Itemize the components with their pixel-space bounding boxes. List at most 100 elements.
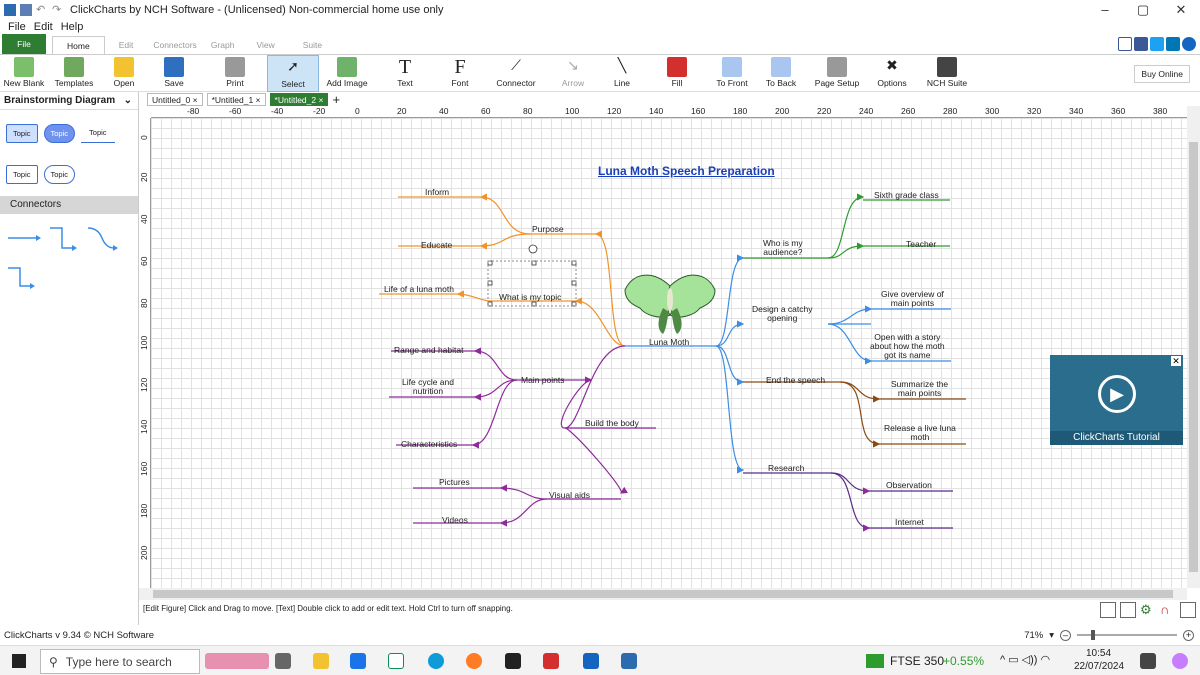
tab-graph[interactable]: Graph bbox=[210, 40, 235, 50]
tab-untitled-2[interactable]: *Untitled_2 × bbox=[269, 92, 329, 106]
menu-file[interactable]: File bbox=[8, 21, 26, 33]
node-build-body[interactable]: Build the body bbox=[585, 418, 639, 428]
node-teacher[interactable]: Teacher bbox=[906, 239, 937, 249]
new-blank-button[interactable]: New Blank bbox=[3, 55, 45, 92]
selection-handles[interactable] bbox=[487, 244, 577, 307]
to-front-button[interactable]: To Front bbox=[713, 55, 751, 92]
horizontal-scrollbar[interactable] bbox=[139, 588, 1187, 600]
export-icon[interactable] bbox=[1100, 602, 1116, 618]
notification-icon[interactable] bbox=[1140, 653, 1156, 669]
clock-date[interactable]: 22/07/2024 bbox=[1074, 661, 1125, 672]
tab-home[interactable]: Home bbox=[52, 36, 105, 54]
topic-outline-rect-shape[interactable]: Topic bbox=[6, 165, 38, 184]
page-setup-button[interactable]: Page Setup bbox=[814, 55, 860, 92]
zoom-slider[interactable] bbox=[1077, 630, 1177, 640]
zoom-level[interactable]: 71% bbox=[1024, 629, 1044, 641]
luna-moth-image[interactable] bbox=[624, 274, 716, 334]
word-icon[interactable] bbox=[583, 653, 599, 669]
node-characteristics[interactable]: Characteristics bbox=[401, 439, 458, 449]
arrow-button[interactable]: ↘Arrow bbox=[561, 57, 585, 88]
connector-button[interactable]: ⟋Connector bbox=[496, 57, 536, 88]
options-button[interactable]: ✖Options bbox=[877, 57, 907, 88]
tab-file[interactable]: File bbox=[2, 34, 46, 54]
straight-arrow-connector[interactable] bbox=[8, 235, 41, 241]
node-research[interactable]: Research bbox=[768, 463, 805, 473]
scroll-thumb[interactable] bbox=[1189, 142, 1198, 572]
vertical-scrollbar[interactable] bbox=[1187, 106, 1200, 588]
brain-widget-icon[interactable] bbox=[205, 653, 269, 669]
line-button[interactable]: ╲Line bbox=[613, 57, 631, 88]
linkedin-icon[interactable] bbox=[1166, 37, 1180, 51]
buy-online-button[interactable]: Buy Online bbox=[1134, 65, 1190, 83]
purple-branch[interactable] bbox=[389, 345, 656, 527]
topic-rect-shape[interactable]: Topic bbox=[6, 124, 38, 143]
topic-oval-shape[interactable]: Topic bbox=[43, 124, 76, 143]
magnet-icon[interactable]: ∩ bbox=[1160, 602, 1170, 617]
thumbs-up-icon[interactable] bbox=[1118, 37, 1132, 51]
nch-suite-button[interactable]: NCH Suite bbox=[926, 55, 968, 92]
redo-icon[interactable]: ↷ bbox=[52, 3, 62, 16]
office-icon[interactable] bbox=[543, 653, 559, 669]
tab-connectors[interactable]: Connectors bbox=[153, 40, 197, 50]
undo-icon[interactable]: ↶ bbox=[36, 3, 46, 16]
node-what-topic[interactable]: What is my topic bbox=[499, 292, 562, 302]
slider-handle[interactable] bbox=[1091, 630, 1095, 640]
node-end-speech[interactable]: End the speech bbox=[766, 375, 826, 385]
orange-branch[interactable] bbox=[379, 193, 626, 347]
green-branch[interactable] bbox=[743, 193, 950, 259]
add-image-button[interactable]: Add Image bbox=[325, 55, 369, 92]
windows-start-icon[interactable] bbox=[12, 654, 26, 668]
node-range[interactable]: Range and habitat bbox=[394, 345, 464, 355]
ticker-change[interactable]: +0.55% bbox=[943, 654, 985, 668]
node-main-points[interactable]: Main points bbox=[521, 375, 565, 385]
tab-view[interactable]: View bbox=[256, 40, 275, 50]
open-button[interactable]: Open bbox=[108, 55, 140, 92]
cricut-icon[interactable] bbox=[388, 653, 404, 669]
purple-right-branch[interactable] bbox=[743, 472, 953, 532]
topic-outline-oval-shape[interactable]: Topic bbox=[43, 165, 76, 184]
zoom-out-icon[interactable]: – bbox=[1060, 629, 1071, 641]
diagram-title[interactable]: Luna Moth Speech Preparation bbox=[598, 164, 775, 178]
node-purpose[interactable]: Purpose bbox=[532, 224, 564, 234]
mail-icon[interactable] bbox=[350, 653, 366, 669]
tab-edit[interactable]: Edit bbox=[118, 40, 134, 50]
drawing-canvas[interactable]: Luna Moth Speech Preparation Luna Moth P… bbox=[151, 118, 1187, 588]
elbow-connector[interactable] bbox=[50, 227, 77, 251]
firefox-icon[interactable] bbox=[466, 653, 482, 669]
menu-help[interactable]: Help bbox=[60, 21, 84, 33]
node-visual-aids[interactable]: Visual aids bbox=[549, 490, 590, 500]
play-icon[interactable]: ▶ bbox=[1098, 375, 1136, 413]
grid-icon[interactable] bbox=[1180, 602, 1196, 618]
facebook-icon[interactable] bbox=[1134, 37, 1148, 51]
node-internet[interactable]: Internet bbox=[895, 517, 924, 527]
shield-icon[interactable] bbox=[505, 653, 521, 669]
help-icon[interactable] bbox=[1182, 37, 1196, 51]
close-button[interactable]: ✕ bbox=[1175, 2, 1187, 17]
close-icon[interactable]: ✕ bbox=[1171, 356, 1181, 366]
to-back-button[interactable]: To Back bbox=[764, 55, 798, 92]
elbow-down-connector[interactable] bbox=[8, 267, 35, 289]
maximize-button[interactable]: ▢ bbox=[1136, 2, 1150, 17]
curved-connector[interactable] bbox=[87, 227, 118, 251]
tab-suite[interactable]: Suite bbox=[302, 40, 323, 50]
print-button[interactable]: Print bbox=[218, 55, 252, 92]
node-educate[interactable]: Educate bbox=[421, 240, 453, 250]
minimize-button[interactable]: – bbox=[1101, 2, 1109, 17]
gear-icon[interactable]: ⚙ bbox=[1140, 602, 1152, 617]
system-tray-icons[interactable]: ^ ▭ ◁)) ◠ bbox=[1000, 654, 1051, 666]
ticker-name[interactable]: FTSE 350 bbox=[890, 654, 945, 668]
node-sixth-grade[interactable]: Sixth grade class bbox=[874, 190, 939, 200]
new-tab-button[interactable]: + bbox=[332, 91, 341, 107]
file-explorer-icon[interactable] bbox=[313, 653, 329, 669]
select-button[interactable]: ➚Select bbox=[267, 55, 319, 92]
topic-underline-shape[interactable]: Topic bbox=[81, 124, 115, 143]
clock-time[interactable]: 10:54 bbox=[1086, 648, 1112, 659]
brown-branch[interactable] bbox=[743, 381, 966, 448]
